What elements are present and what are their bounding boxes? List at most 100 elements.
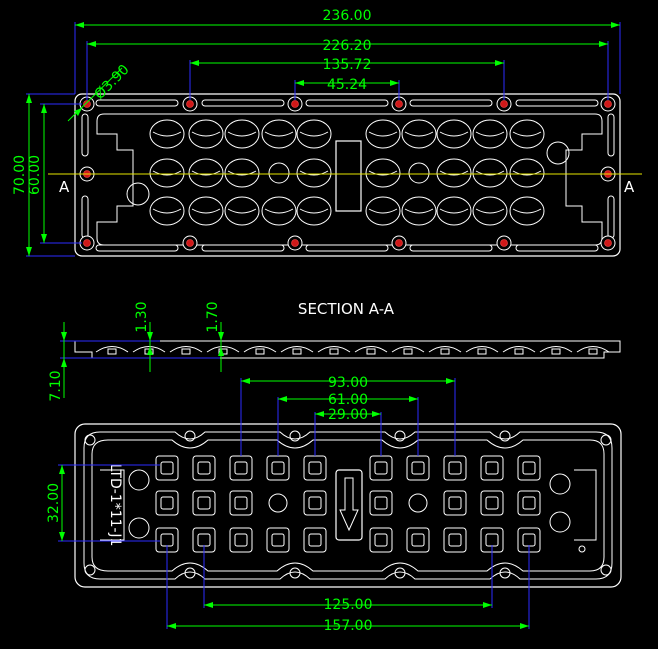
dim-hole-row-spacing: 60.00: [27, 155, 43, 195]
bottom-lens-cell: [192, 455, 216, 481]
bottom-lens-cell: [369, 455, 393, 481]
top-lens-curve: [512, 131, 542, 137]
bottom-mounting-hole: [394, 567, 406, 579]
top-lens: [296, 119, 332, 149]
top-lens: [149, 158, 185, 188]
bottom-lens-core: [485, 533, 499, 547]
bottom-lens-core: [308, 496, 322, 510]
bottom-inner-outline-2: [91, 439, 605, 572]
top-lens: [188, 119, 224, 149]
bottom-lens-core: [160, 461, 174, 475]
section-lens-bump: [95, 346, 129, 353]
section-rib: [477, 348, 487, 355]
bottom-lens-cell: [155, 455, 179, 481]
top-lens: [261, 119, 297, 149]
bottom-lens-core: [271, 461, 285, 475]
bottom-mounting-hole: [600, 434, 612, 446]
dim-lens-span-mid: 61.00: [328, 392, 368, 408]
top-mounting-holes: [79, 96, 616, 251]
top-lens: [509, 196, 545, 226]
top-lens: [296, 196, 332, 226]
bottom-mounting-holes: [84, 430, 612, 579]
top-lens-curve: [439, 170, 469, 176]
top-lens: [472, 158, 508, 188]
bottom-lens-cell: [229, 490, 253, 516]
top-lens: [401, 196, 437, 226]
top-lens: [224, 158, 260, 188]
bottom-lens-cell: [155, 490, 179, 516]
bottom-lens-core: [485, 461, 499, 475]
top-mounting-hole-core: [395, 100, 403, 108]
top-lens: [472, 196, 508, 226]
top-lens-curve: [152, 208, 182, 214]
section-outline: [74, 340, 621, 359]
section-rib: [514, 348, 524, 355]
bottom-outer-outline: [74, 423, 622, 588]
bottom-view: LTD-1*11-J1: [46, 375, 622, 634]
bottom-lens-grid: [155, 455, 541, 553]
section-rib: [588, 348, 598, 355]
arrow-down-icon: [339, 477, 359, 532]
dim-thickness: 7.10: [48, 370, 64, 401]
top-lens-curve: [475, 131, 505, 137]
top-lens: [365, 196, 401, 226]
bottom-lens-cell: [443, 490, 467, 516]
bottom-mounting-hole: [499, 567, 511, 579]
section-rib: [440, 348, 450, 355]
bottom-lens-core: [374, 533, 388, 547]
bottom-extension-lines: [58, 378, 530, 629]
dim-hole-spacing-inner: 45.24: [327, 77, 367, 93]
bottom-lens-core: [197, 461, 211, 475]
bottom-left-label-area: LTD-1*11-J1: [100, 464, 150, 546]
bottom-lens-cell: [303, 527, 327, 553]
dim-step-1: 1.30: [134, 301, 150, 332]
dim-hole-spacing-outer: 226.20: [323, 38, 372, 54]
bottom-mounting-hole: [499, 430, 511, 442]
section-rib: [107, 348, 117, 355]
top-lens-curve: [512, 208, 542, 214]
section-rib: [329, 348, 339, 355]
section-view: 7.10 1.30 1.70: [48, 301, 621, 402]
bottom-mounting-hole: [289, 567, 301, 579]
bottom-lens-cell: [266, 527, 290, 553]
section-label: SECTION A-A: [298, 300, 395, 318]
bottom-lens-cell: [229, 455, 253, 481]
bottom-mounting-hole: [184, 430, 196, 442]
section-rib: [255, 348, 265, 355]
top-lens: [224, 196, 260, 226]
section-lens-bump: [206, 346, 240, 353]
bottom-dimension-lines: [59, 378, 529, 629]
section-lens-bump: [354, 346, 388, 353]
bottom-lens-cell: [369, 527, 393, 553]
top-lens-curve: [299, 131, 329, 137]
bottom-lens-core: [234, 496, 248, 510]
dim-overall-width: 70.00: [12, 155, 28, 195]
top-lens-curve: [191, 131, 221, 137]
bottom-lens-cell: [517, 490, 541, 516]
section-rib: [292, 348, 302, 355]
top-lens: [436, 158, 472, 188]
bottom-lens-cell: [369, 490, 393, 516]
bottom-lens-cell: [480, 455, 504, 481]
bottom-lens-cell: [443, 455, 467, 481]
dim-hole-diameter: Ø3.90: [92, 62, 133, 103]
top-lens-curve: [227, 208, 257, 214]
top-mounting-hole-core: [500, 239, 508, 247]
section-lens-bump: [465, 346, 499, 353]
bottom-lens-core: [197, 496, 211, 510]
bottom-inner-outline: [83, 431, 613, 580]
top-lens-curve: [368, 170, 398, 176]
bottom-lens-cell: [229, 527, 253, 553]
top-lens: [365, 158, 401, 188]
top-mounting-hole-core: [83, 100, 91, 108]
top-lens-curve: [299, 170, 329, 176]
bottom-lens-core: [522, 461, 536, 475]
top-lens: [261, 196, 297, 226]
top-lens-curve: [152, 131, 182, 137]
top-outer-outline: [74, 93, 621, 257]
top-edge-slots: [81, 99, 615, 252]
section-lens-bump: [280, 346, 314, 353]
top-mounting-hole-core: [186, 239, 194, 247]
bottom-center-hole-left: [268, 493, 288, 513]
section-lens-bump: [132, 346, 166, 353]
